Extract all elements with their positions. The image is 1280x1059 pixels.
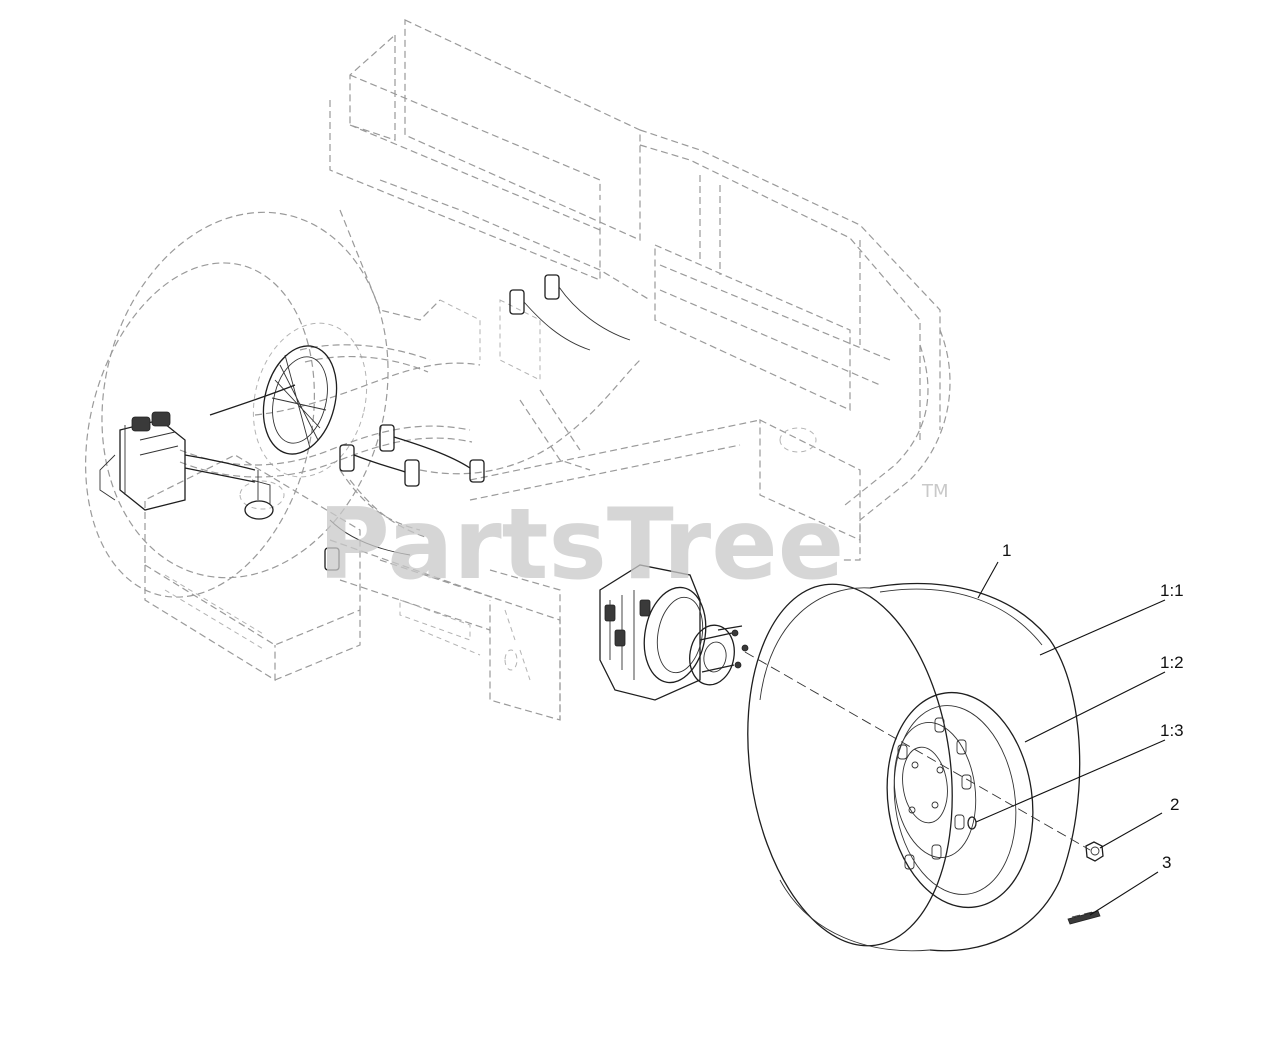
watermark-text: PartsTree	[318, 488, 844, 602]
callout-1-1: 1:1	[1160, 581, 1184, 600]
lug-nut	[1085, 841, 1104, 862]
leader-3	[1089, 871, 1159, 916]
leader-1-2	[1024, 671, 1166, 743]
leader-2	[1099, 812, 1163, 849]
leader-1-1	[1039, 599, 1166, 656]
leader-lines	[975, 561, 1166, 916]
callout-1-3: 1:3	[1160, 721, 1184, 740]
hose-fittings	[209, 274, 631, 571]
wheel-decal	[1067, 910, 1101, 925]
callout-1: 1	[1002, 541, 1011, 560]
callout-1-2: 1:2	[1160, 653, 1184, 672]
partstree-watermark: PartsTree TM	[318, 481, 949, 602]
right-wheel-motor	[599, 564, 749, 701]
assembly-centerline	[744, 651, 1091, 851]
callout-2: 2	[1170, 795, 1179, 814]
leader-1	[977, 561, 999, 599]
callout-labels: 1 1:1 1:2 1:3 2 3	[1002, 541, 1184, 872]
callout-3: 3	[1162, 853, 1171, 872]
left-wheel-motor	[244, 345, 338, 520]
leader-1-3	[975, 739, 1166, 823]
chassis-ghost	[85, 19, 951, 721]
watermark-trademark: TM	[921, 481, 949, 502]
hydraulic-valve-block	[99, 411, 256, 511]
wheel-assembly	[747, 582, 1081, 952]
